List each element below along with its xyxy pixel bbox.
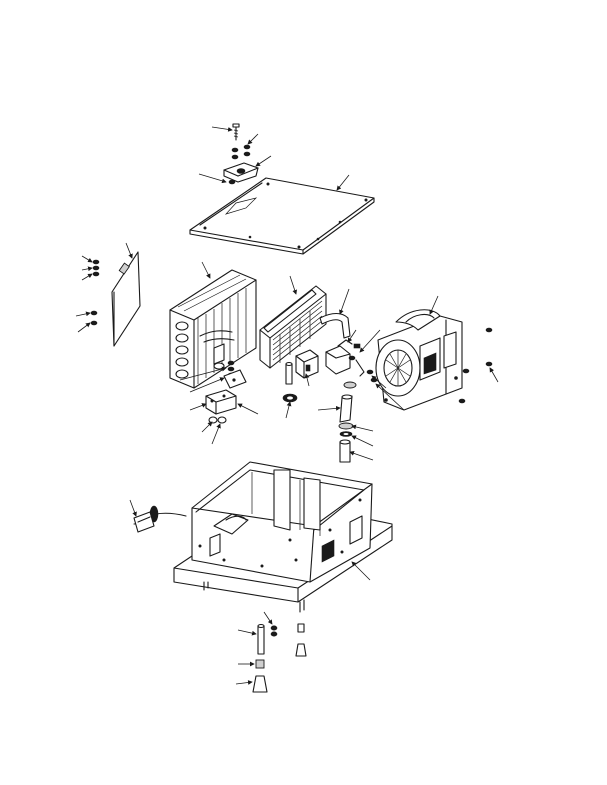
mounting-stud-long <box>257 623 265 655</box>
callout-leaders <box>75 126 499 685</box>
mounting-plate <box>223 369 247 389</box>
isolator-cone-right <box>295 623 307 657</box>
seal-ring <box>282 393 298 403</box>
condenser-coil <box>169 269 257 389</box>
bolt <box>232 123 240 141</box>
side-access-panel <box>111 251 141 347</box>
drain-tube-assembly <box>338 394 354 463</box>
mounting-bracket <box>223 162 259 185</box>
housing-rivets <box>198 498 362 568</box>
isolator-cone-bottom <box>252 675 268 693</box>
terminal-block <box>205 389 237 424</box>
control-switch <box>325 339 365 377</box>
small-fasteners-center <box>343 369 378 389</box>
top-hardware-group <box>223 123 259 185</box>
main-housing <box>173 461 393 613</box>
blower-screws <box>458 327 493 404</box>
bottom-hardware-group <box>252 623 307 693</box>
wire-harness <box>133 505 187 533</box>
side-panel-screws <box>90 259 100 326</box>
water-valve <box>295 349 319 379</box>
blower-assembly <box>375 309 463 411</box>
washers <box>231 144 251 160</box>
nut <box>255 659 265 669</box>
top-cover-panel <box>189 177 375 255</box>
heater-core <box>259 285 327 369</box>
heater-pipes <box>285 312 351 385</box>
coil-return-bends <box>175 321 189 379</box>
mounting-studs <box>203 581 305 613</box>
